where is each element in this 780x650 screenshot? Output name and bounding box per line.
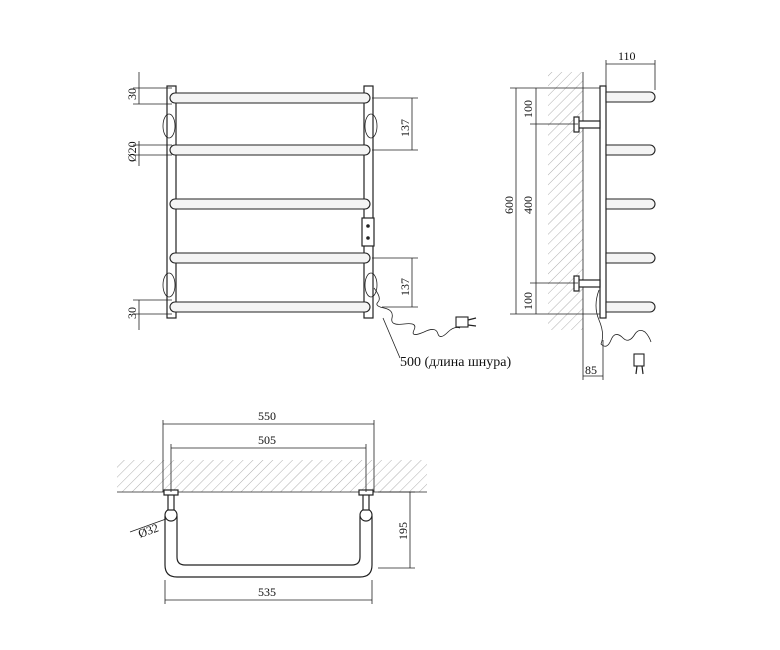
dim-mount-to-bottom: 100 [521,292,535,310]
left-collector-section [164,508,178,522]
side-power-cord [595,289,652,347]
dim-wall-gap: 85 [585,363,597,377]
side-rungs [605,91,656,313]
power-cord [373,287,461,337]
rung [169,144,371,156]
dim-outer-width: 550 [258,409,276,423]
cord-length-note: 500 (длина шнура) [400,355,511,370]
top-u-rung [164,516,373,578]
rung [169,252,371,264]
dim-top-offset: 30 [125,88,139,100]
dim-tube-diameter: Ø20 [125,141,139,162]
control-unit [361,217,375,247]
side-view: 110 600 100 400 100 85 [502,49,656,380]
dim-pitch-top: 137 [398,119,412,137]
top-view: 550 505 535 195 Ø32 [117,409,427,604]
side-mounts [573,116,601,292]
dim-mount-centers: 505 [258,433,276,447]
plug-icon [455,316,477,328]
dim-depth: 110 [618,49,636,63]
dim-bar-width: 535 [258,585,276,599]
front-brackets [162,113,378,298]
right-collector-section [359,508,373,522]
dim-projection: 195 [396,522,410,540]
rung [169,198,371,210]
side-plug-icon [633,353,645,375]
side-collector [599,85,607,319]
front-rungs [169,92,371,313]
front-view: 30 Ø20 30 137 137 500 (длина шнура) [125,72,511,370]
dim-collector-diameter: Ø32 [136,521,160,541]
dim-height: 600 [502,196,516,214]
top-wall-hatch [117,460,427,492]
dim-mount-spacing: 400 [521,196,535,214]
dim-pitch-bottom: 137 [398,278,412,296]
dim-bottom-offset: 30 [125,307,139,319]
rung [169,301,371,313]
rung [169,92,371,104]
dim-top-to-mount: 100 [521,100,535,118]
